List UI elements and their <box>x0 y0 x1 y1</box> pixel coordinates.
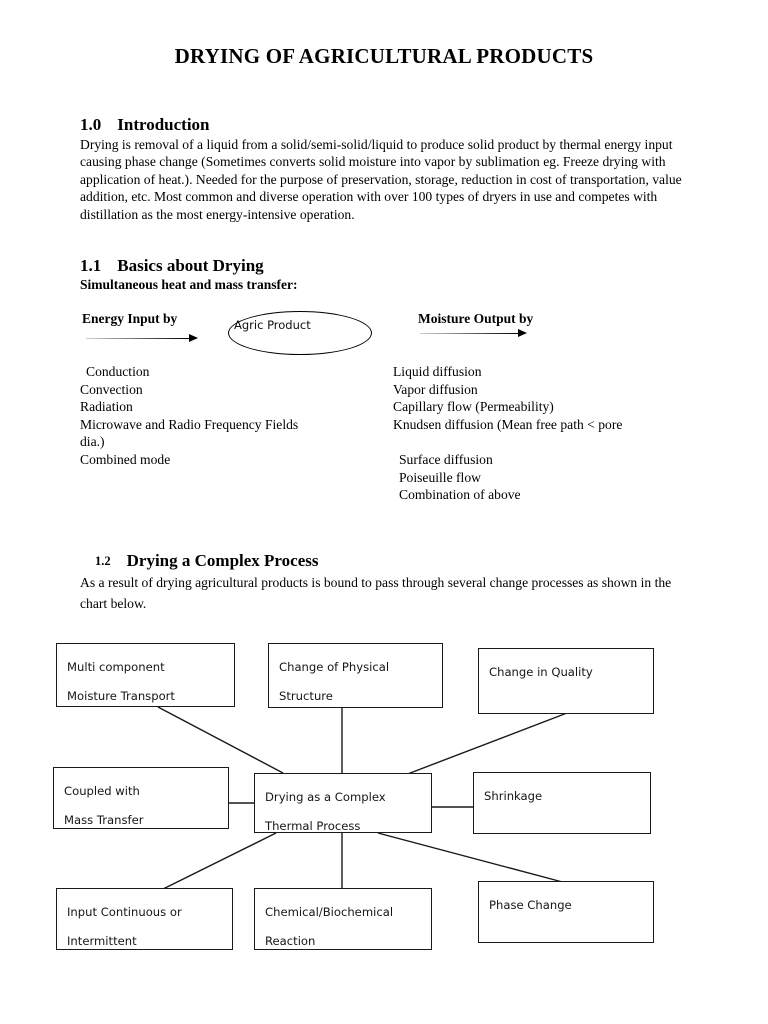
heading-complex-process-text: Drying a Complex Process <box>126 551 319 570</box>
flowchart-node-chemical-biochemical[interactable]: Chemical/Biochemical Reaction <box>254 888 432 950</box>
moisture-output-list: Liquid diffusion Vapor diffusion Capilla… <box>393 363 622 504</box>
moisture-output-label: Moisture Output by <box>418 311 534 326</box>
energy-input-arrow-icon <box>86 334 198 344</box>
heading-basics: 1.1 Basics about Drying <box>80 256 264 276</box>
node-line-2: Thermal Process <box>265 819 361 833</box>
node-line-1: Drying as a Complex <box>265 790 386 804</box>
node-line-1: Coupled with <box>64 784 140 798</box>
node-line-2: Mass Transfer <box>64 813 144 827</box>
flowchart-node-phase-change[interactable]: Phase Change <box>478 881 654 943</box>
connector-multi-component <box>157 706 284 774</box>
node-line-1: Shrinkage <box>484 789 543 803</box>
heading-introduction: 1.0 Introduction <box>80 115 210 135</box>
flowchart-node-input-continuous[interactable]: Input Continuous or Intermittent <box>56 888 233 950</box>
node-line-1: Input Continuous or <box>67 905 182 919</box>
heading-introduction-text: Introduction <box>117 115 210 134</box>
node-line-1: Multi component <box>67 660 165 674</box>
moisture-item: Liquid diffusion <box>393 364 482 379</box>
agric-product-ellipse <box>228 311 372 355</box>
flowchart-node-change-physical-structure[interactable]: Change of Physical Structure <box>268 643 443 708</box>
energy-input-list: Conduction Convection Radiation Microwav… <box>80 363 298 469</box>
flowchart-node-center[interactable]: Drying as a Complex Thermal Process <box>254 773 432 833</box>
moisture-list-spacer <box>393 433 622 451</box>
moisture-item: Combination of above <box>399 487 521 503</box>
basics-subheading: Simultaneous heat and mass transfer: <box>80 277 298 292</box>
energy-item: dia.) <box>80 434 105 450</box>
heading-basics-number: 1.1 <box>80 256 102 275</box>
node-line-1: Change in Quality <box>489 665 593 679</box>
energy-item: Radiation <box>80 399 133 415</box>
agric-product-label: Agric Product <box>234 318 311 332</box>
node-line-1: Change of Physical <box>279 660 390 674</box>
complex-process-paragraph: As a result of drying agricultural produ… <box>80 575 672 611</box>
node-line-1: Phase Change <box>489 898 572 912</box>
moisture-item: Capillary flow (Permeability) <box>393 399 554 415</box>
connector-change-quality <box>404 712 568 776</box>
connector-input-continuous <box>154 832 277 894</box>
heading-introduction-number: 1.0 <box>80 115 102 134</box>
node-line-2: Moisture Transport <box>67 689 175 703</box>
flowchart-node-coupled-mass-transfer[interactable]: Coupled with Mass Transfer <box>53 767 229 829</box>
energy-item: Convection <box>80 381 143 397</box>
node-line-2: Structure <box>279 689 333 703</box>
energy-item: Microwave and Radio Frequency Fields <box>80 416 299 432</box>
energy-item: Conduction <box>86 364 150 379</box>
energy-item: Combined mode <box>80 451 171 467</box>
node-line-2: Reaction <box>265 934 316 948</box>
moisture-item: Surface diffusion <box>399 451 493 467</box>
heading-basics-text: Basics about Drying <box>117 256 264 275</box>
node-line-2: Intermittent <box>67 934 137 948</box>
moisture-item: Vapor diffusion <box>393 381 478 397</box>
flowchart-node-multi-component[interactable]: Multi component Moisture Transport <box>56 643 235 707</box>
page-title: DRYING OF AGRICULTURAL PRODUCTS <box>174 44 594 68</box>
introduction-paragraph: Drying is removal of a liquid from a sol… <box>80 137 682 222</box>
moisture-output-arrow-icon <box>420 329 530 339</box>
flowchart-node-shrinkage[interactable]: Shrinkage <box>473 772 651 834</box>
node-line-1: Chemical/Biochemical <box>265 905 394 919</box>
flowchart-node-change-in-quality[interactable]: Change in Quality <box>478 648 654 714</box>
moisture-item: Poiseuille flow <box>399 469 481 485</box>
energy-input-label: Energy Input by <box>82 311 178 326</box>
heading-complex-process: 1.2 Drying a Complex Process <box>95 551 318 571</box>
heading-complex-process-number: 1.2 <box>95 554 111 568</box>
moisture-item: Knudsen diffusion (Mean free path < pore <box>393 416 623 432</box>
